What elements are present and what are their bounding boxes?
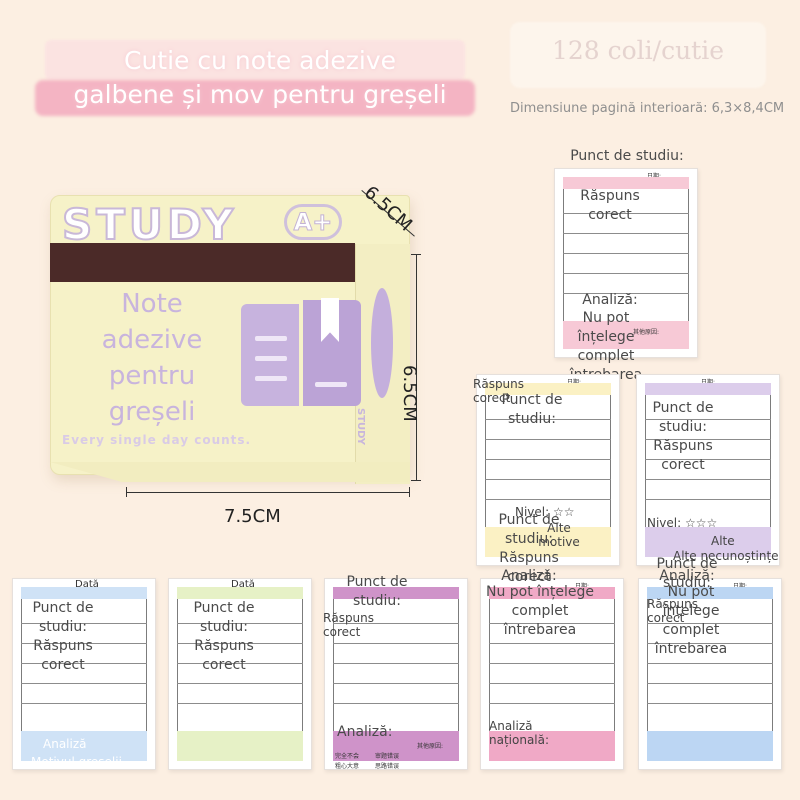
card-reason: Motivul greșelii [31, 755, 122, 769]
card-study-point: Punct de studiu: [570, 148, 684, 164]
box-bottom-edge [50, 462, 410, 482]
height-tick-bottom [411, 480, 421, 481]
product-title: Cutie cu note adezive galbene și mov pen… [73, 46, 447, 109]
card-national-analysis: Analiză națională: [489, 719, 550, 747]
open-book-icon [241, 298, 361, 410]
card-other-label: Alte [711, 534, 735, 548]
height-tick-top [411, 254, 421, 255]
grade-badge: A+ [284, 204, 342, 240]
box-brand: STUDY [61, 199, 238, 250]
card-level: Nivel: ☆☆ [515, 505, 575, 519]
box-label: Note adezive pentru greșeli [101, 289, 203, 427]
card-level: Nivel: ☆☆☆ [647, 516, 718, 530]
card-study-point: Punct de studiu: [193, 600, 255, 635]
width-dimension-line [126, 492, 410, 493]
card-study-point: Punct de studiu: [498, 512, 560, 547]
card-analysis: Analiză: [501, 568, 557, 584]
width-tick-right [409, 487, 410, 497]
note-card-magenta: Punct de studiu: Răspuns corect Analiză:… [323, 574, 468, 770]
card-other-reasons: Alte necunoștințe [673, 549, 779, 563]
sheet-count-badge [510, 22, 766, 88]
title-banner-top [45, 40, 465, 80]
side-brand: STUDY [355, 408, 366, 445]
card-correct-answer: Răspuns corect [473, 377, 525, 405]
height-dimension-line [416, 254, 417, 480]
card-study-point: Punct de studiu: [501, 392, 563, 427]
card-study-point: Punct de studiu: [652, 400, 714, 435]
note-card-yellow: 日期: Răspuns corect Punct de studiu: Nive… [473, 374, 620, 566]
box-tagline: Every single day counts. [62, 433, 252, 447]
card-reason: Nu pot înțelege complet întrebarea [485, 584, 595, 638]
card-correct-answer: Răspuns corect [499, 550, 559, 585]
card-analysis: Analiză: [582, 292, 638, 308]
card-correct-answer: Răspuns corect [323, 611, 375, 639]
box-stripe [50, 243, 355, 282]
card-analysis: Analiză: [337, 724, 393, 740]
card-study-point: Punct de studiu: [656, 556, 718, 591]
title-banner-bottom [35, 80, 475, 116]
note-card-rose: 日期: Punct de studiu: Răspuns corect Anal… [480, 512, 624, 770]
card-correct-answer: Răspuns corect [580, 188, 640, 223]
card-other-reasons: Alte motive [538, 521, 580, 549]
note-card-lilac: 日期: Punct de studiu: Răspuns corect Nive… [636, 374, 780, 566]
card-reason: Nu pot înțelege complet întrebarea [654, 584, 728, 657]
side-emblem [371, 288, 393, 398]
card-correct-answer: Răspuns corect [647, 597, 699, 625]
page-dimension-text: Dimensiune pagină interioară: 6,3×8,4CM [510, 101, 785, 116]
card-study-point: Punct de studiu: [346, 574, 408, 609]
width-label: 7.5CM [224, 506, 281, 527]
card-correct-answer: Răspuns corect [33, 638, 93, 673]
card-analysis: Analiză: [659, 568, 715, 584]
card-correct-answer: Răspuns corect [194, 638, 254, 673]
card-analysis: Analiză [43, 737, 87, 751]
sheet-count-text: 128 coli/cutie [551, 36, 725, 65]
card-study-point: Punct de studiu: [32, 600, 94, 635]
note-card-blue: Dată Punct de studiu: Răspuns corect Ana… [12, 578, 156, 770]
card-correct-answer: Răspuns corect [653, 438, 713, 473]
width-tick-left [126, 487, 127, 497]
note-card-green: Dată Punct de studiu: Răspuns corect [168, 578, 312, 770]
height-label: 6.5CM [399, 365, 420, 422]
note-card-sky: 日期: Punct de studiu: Analiză: Nu pot înț… [638, 556, 782, 770]
note-card-pink: 日期: 其他原因: Punct de studiu: Răspuns corec… [554, 148, 698, 383]
